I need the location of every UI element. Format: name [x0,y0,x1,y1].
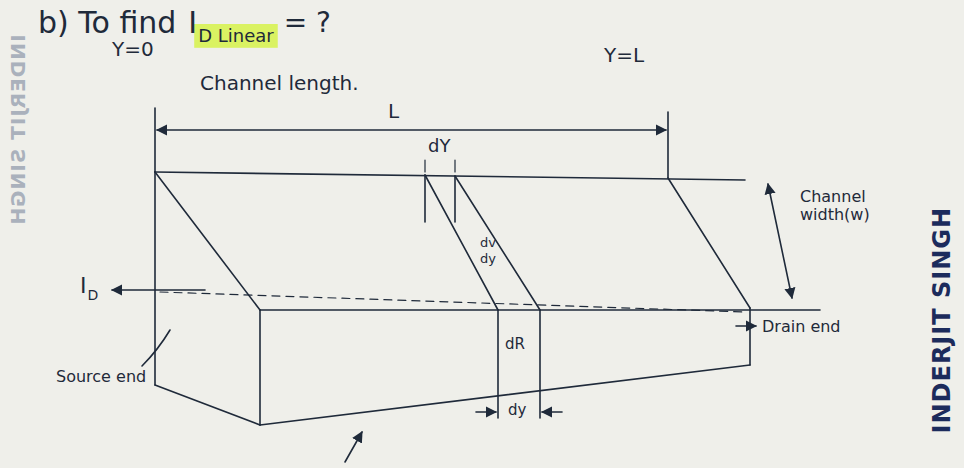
dimension-label: dY [428,136,450,156]
watermark: INDERJIT SINGH [7,34,29,225]
differential-label: dv [480,236,496,250]
dimension-label: Channel width(w) [800,188,895,223]
heading-symbol: = ? [284,8,331,39]
heading-subscript: D Linear [198,26,274,46]
heading: b) To find [38,6,176,39]
watermark: INDERJIT SINGH [929,207,955,433]
current-symbol: I [80,274,87,298]
highlight [194,24,278,48]
current-subscript: D [88,288,99,303]
heading-symbol: I [188,6,197,39]
dimension-label: L [388,100,399,122]
differential-label: dy [508,402,526,419]
end-label: Source end [56,368,146,386]
dimension-label: Channel length. [200,72,359,94]
coordinate-label: Y=L [604,44,644,66]
end-label: Drain end [762,318,841,336]
differential-label: dy [480,252,496,266]
coordinate-label: Y=0 [112,38,154,60]
resistance-label: dR [505,336,525,353]
